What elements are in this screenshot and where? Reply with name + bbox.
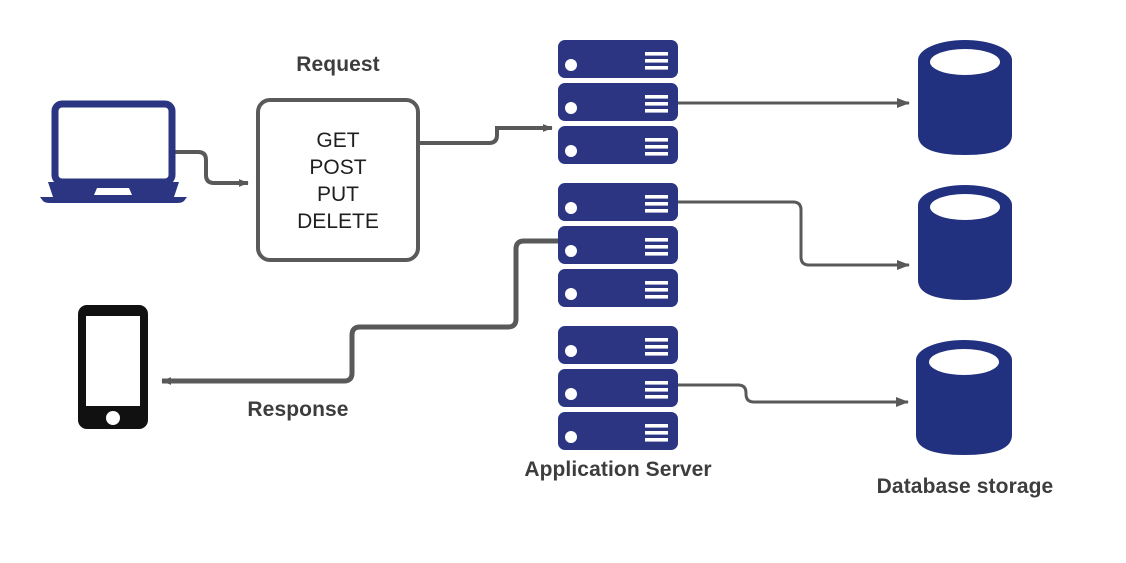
connector-box-to-server-stack-1 (420, 124, 553, 145)
connector-server-2-to-database-2 (678, 200, 910, 270)
connector-server-2-to-phone (161, 238, 560, 385)
server-unit (558, 326, 678, 364)
server-unit (558, 226, 678, 264)
connector-server-3-to-database-3 (678, 383, 909, 407)
laptop-icon (40, 100, 187, 203)
http-method-get: GET (316, 129, 360, 152)
server-unit (558, 369, 678, 407)
database-cylinder-3[interactable] (916, 340, 1012, 455)
server-unit (558, 40, 678, 78)
server-unit (558, 412, 678, 450)
http-method-post: POST (309, 156, 367, 179)
database-cylinder-2[interactable] (918, 185, 1012, 300)
database-storage-label: Database storage (876, 475, 1054, 498)
server-unit (558, 126, 678, 164)
http-methods-list: GET POST PUT DELETE (258, 127, 418, 235)
http-method-delete: DELETE (297, 210, 379, 233)
application-server-stack-1[interactable] (558, 40, 678, 164)
response-label: Response (247, 398, 349, 421)
application-server-label: Application Server (524, 458, 712, 481)
request-label: Request (296, 53, 380, 76)
connector-laptop-to-box (168, 150, 249, 187)
server-unit (558, 269, 678, 307)
application-server-stack-3[interactable] (558, 326, 678, 450)
http-method-put: PUT (317, 183, 359, 206)
http-methods-box[interactable] (256, 98, 420, 262)
smartphone-icon (78, 305, 148, 429)
server-unit (558, 83, 678, 121)
database-cylinder-1[interactable] (918, 40, 1012, 155)
application-server-stack-2[interactable] (558, 183, 678, 307)
server-unit (558, 183, 678, 221)
